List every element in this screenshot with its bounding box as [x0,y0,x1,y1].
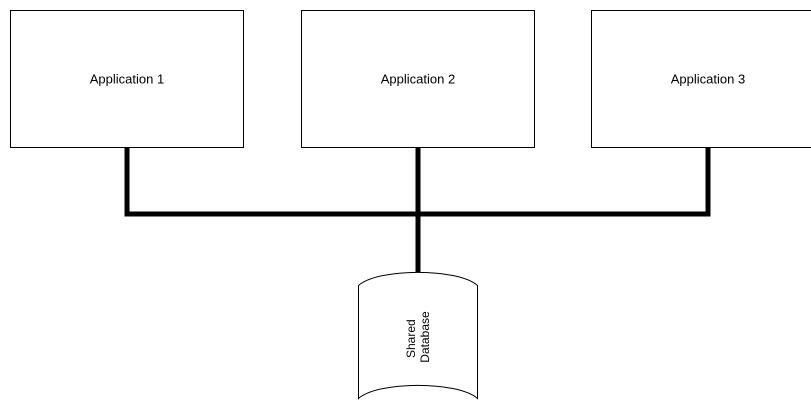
application-1-node: Application 1 [10,10,244,148]
application-3-node: Application 3 [591,10,811,148]
database-label-line-2: Database [418,311,432,363]
shared-database-node: Shared Database [358,271,478,400]
database-label: Shared Database [404,311,432,363]
application-2-node: Application 2 [301,10,535,148]
application-1-box [10,10,244,148]
connection-bus [124,147,711,280]
database-label-line-1: Shared [404,319,418,358]
application-3-label: Application 3 [671,71,745,86]
application-2-box [301,10,535,148]
application-1-label: Application 1 [90,71,164,86]
application-2-label: Application 2 [381,71,455,86]
database-cylinder-icon [358,271,478,400]
